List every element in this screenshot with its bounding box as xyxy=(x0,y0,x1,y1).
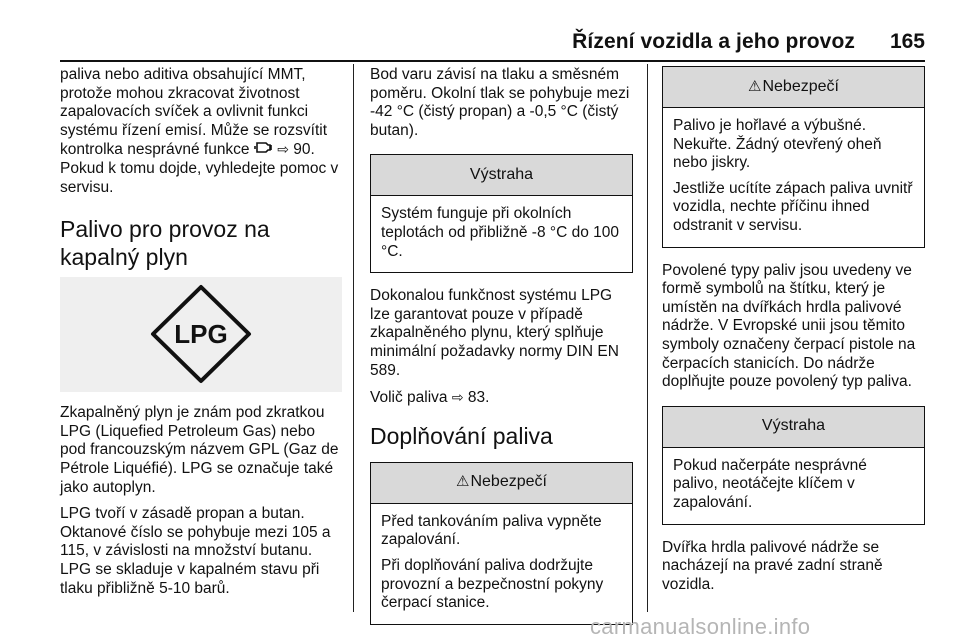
warning-box-temperature: Výstraha Systém funguje při okolních tep… xyxy=(370,154,633,274)
paragraph-fuel-selector: Volič paliva ⇨ 83. xyxy=(370,389,490,407)
paragraph-fuel-types: Povolené typy paliv jsou uvedeny ve form… xyxy=(662,261,916,391)
danger-text: Palivo je hořlavé a výbušné. Nekuřte. Žá… xyxy=(673,117,882,172)
paragraph-boiling-point: Bod varu závisí na tlaku a směsném poměr… xyxy=(370,66,630,139)
section-heading-refueling: Doplňování paliva xyxy=(370,422,553,449)
chapter-title: Řízení vozidla a jeho provoz xyxy=(572,30,855,53)
warning-box-wrong-fuel: Výstraha Pokud načerpáte nesprávné paliv… xyxy=(662,405,925,525)
paragraph-lpg-quality: Dokonalou funkčnost systému LPG lze gara… xyxy=(370,287,619,379)
header-divider xyxy=(60,60,925,62)
warning-title: Výstraha xyxy=(371,155,632,197)
warning-title: Výstraha xyxy=(663,406,924,448)
section-heading-lpg: Palivo pro provoz na kapalný plyn xyxy=(60,216,270,271)
paragraph-mmt: paliva nebo aditiva obsahující MMT, prot… xyxy=(60,66,339,196)
danger-text: Jestliže ucítíte zápach paliva uvnitř vo… xyxy=(673,179,913,234)
page-reference-icon: ⇨ xyxy=(451,389,464,406)
danger-title: ⚠Nebezpečí xyxy=(663,67,924,108)
danger-box-flammable: ⚠Nebezpečí Palivo je hořlavé a výbušné. … xyxy=(662,66,925,248)
danger-title: ⚠Nebezpečí xyxy=(371,462,632,504)
lpg-logo-text: LPG xyxy=(174,319,227,349)
column-3: ⚠Nebezpečí Palivo je hořlavé a výbušné. … xyxy=(662,66,925,602)
page-reference-icon: ⇨ xyxy=(277,141,289,158)
warning-text: Pokud načerpáte nesprávné palivo, neotáč… xyxy=(673,456,867,511)
column-2: Bod varu závisí na tlaku a směsném poměr… xyxy=(370,66,633,639)
column-divider-2 xyxy=(647,64,648,612)
warning-triangle-icon: ⚠ xyxy=(748,77,762,95)
danger-text: Před tankováním paliva vypněte zapalován… xyxy=(381,512,602,549)
page-number: 165 xyxy=(889,30,925,53)
paragraph-filler-door: Dvířka hrdla palivové nádrže se nacházej… xyxy=(662,538,883,593)
lpg-logo: LPG xyxy=(60,277,342,393)
danger-box-ignition: ⚠Nebezpečí Před tankováním paliva vypnět… xyxy=(370,461,633,625)
column-divider-1 xyxy=(353,64,354,612)
watermark: carmanualsonline.info xyxy=(590,614,811,639)
paragraph-lpg-definition: Zkapalněný plyn je znám pod zkratkou LPG… xyxy=(60,404,339,496)
page-header: Řízení vozidla a jeho provoz 165 xyxy=(60,30,925,62)
warning-text: Systém funguje při okolních teplotách od… xyxy=(381,205,619,260)
warning-triangle-icon: ⚠ xyxy=(456,473,470,491)
engine-warning-icon xyxy=(254,140,273,159)
paragraph-lpg-composition: LPG tvoří v zásadě propan a butan. Oktan… xyxy=(60,505,331,597)
column-1: paliva nebo aditiva obsahující MMT, prot… xyxy=(60,66,342,606)
danger-text: Při doplňování paliva dodržujte provozní… xyxy=(381,556,604,612)
